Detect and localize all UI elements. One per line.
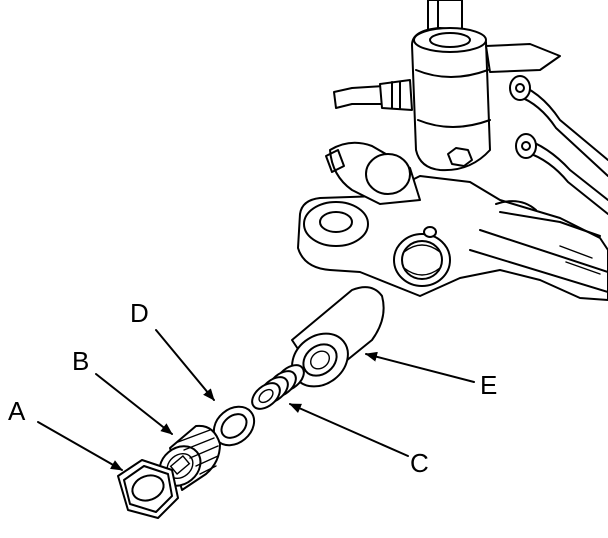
callout-e: E [480,370,497,400]
part-a-lock-nut [117,459,179,519]
leader-e [365,351,475,383]
leader-d [155,329,215,401]
part-c-spring [251,364,305,410]
callout-a: A [8,396,26,426]
callout-d: D [130,298,149,328]
leader-b [95,373,173,435]
callout-c: C [410,448,429,478]
part-d-washer [212,405,256,447]
gearbox-housing [297,0,608,301]
part-e-rack-guide-sleeve [291,286,385,388]
leader-a [37,421,123,471]
callout-b: B [72,346,89,376]
leader-c [289,403,409,457]
leader-lines [37,329,475,471]
